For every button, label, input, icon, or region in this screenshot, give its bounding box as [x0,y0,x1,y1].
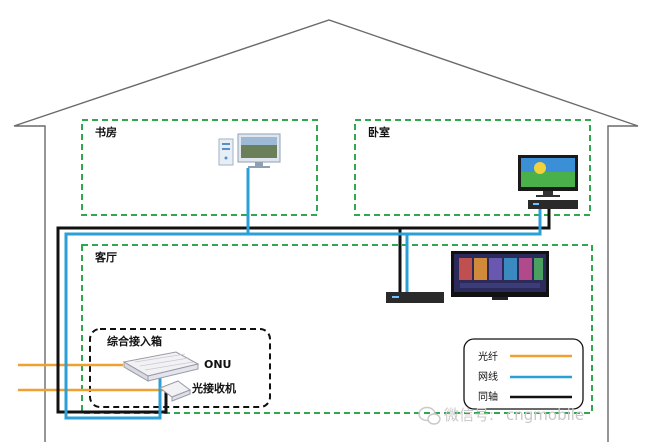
legend-fiber-label: 光纤 [478,350,498,363]
legend-coax-label: 同轴 [478,390,498,403]
wechat-logo-icon [418,406,441,425]
legend-network-label: 网线 [478,370,498,383]
onu-device-icon [122,351,200,382]
access-box-label: 综合接入箱 [107,334,162,348]
optical-receiver-label: 光接收机 [191,381,236,395]
room-bedroom-label: 卧室 [368,125,390,139]
network-line-main [64,208,542,420]
living-tv-icon [451,251,549,300]
bedroom-set-top-box-icon [528,200,578,209]
room-study [81,119,318,216]
room-living [81,244,593,414]
coax-line-main [56,205,551,414]
monitor-icon [237,133,281,168]
optical-receiver-icon [158,380,192,402]
room-living-label: 客厅 [94,250,117,264]
room-bedroom [354,119,591,216]
onu-label: ONU [204,358,232,371]
watermark-handle: cngmobile [506,406,584,424]
watermark-prefix: 微信号: [444,406,494,424]
pc-tower-icon [218,138,234,166]
room-study-label: 书房 [95,125,117,139]
living-set-top-box-icon [386,292,444,303]
bedroom-tv-icon [518,155,578,197]
access-box [89,328,271,408]
house-outline [13,19,639,442]
